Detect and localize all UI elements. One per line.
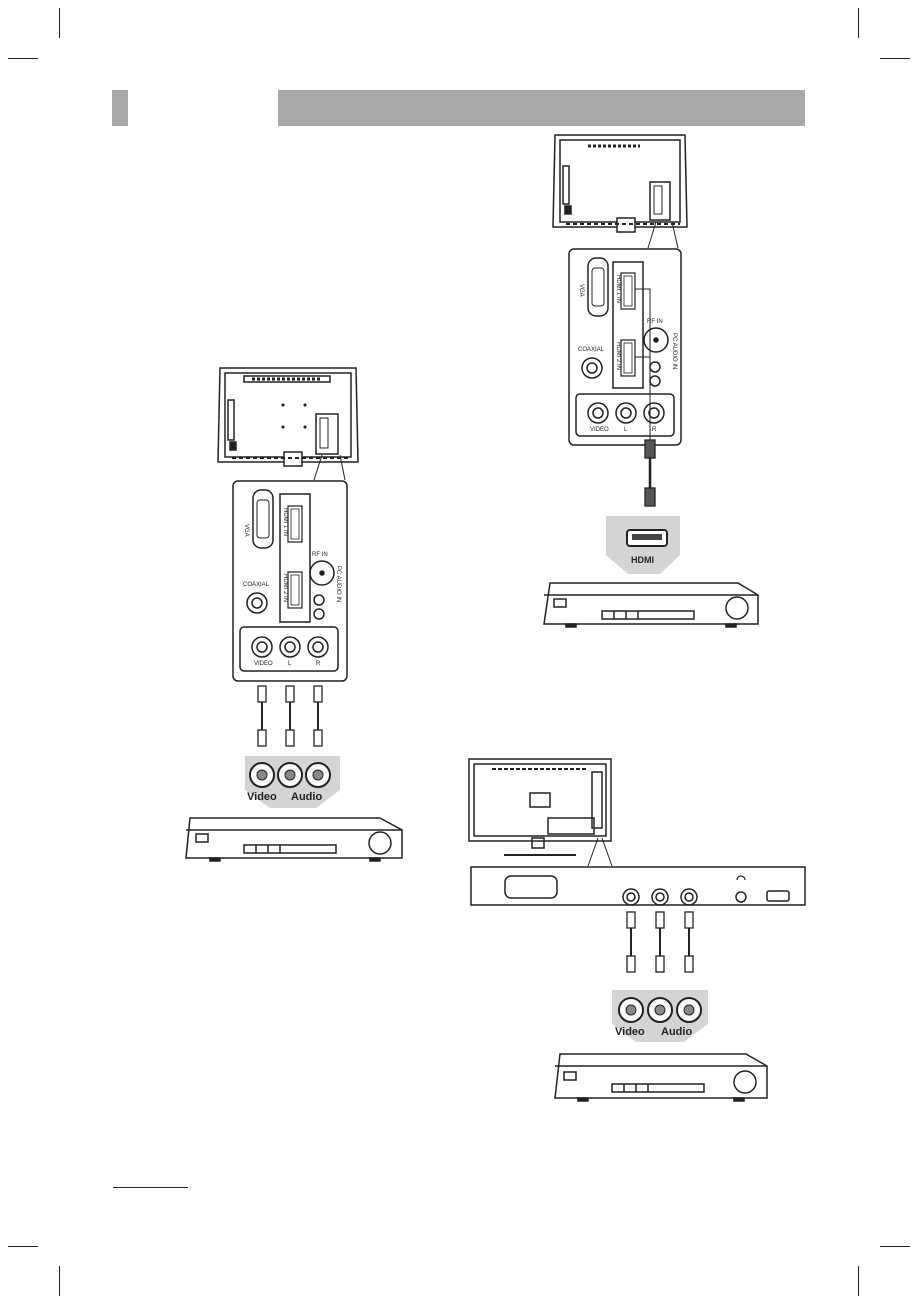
av-badge-flat — [612, 990, 708, 1042]
crop-mark — [59, 1266, 60, 1296]
left-port-label: L — [288, 661, 292, 667]
av-badge-left — [245, 756, 340, 808]
vga-label: VGA — [243, 524, 249, 537]
rf-label-right: RF IN — [647, 319, 663, 325]
crop-mark — [8, 1246, 38, 1247]
hdmi-badge — [606, 516, 680, 574]
left-port-label-right: L — [624, 427, 628, 433]
video-device-label-flat: Video — [615, 1026, 645, 1038]
crop-mark — [858, 1266, 859, 1296]
hdmi-cable — [644, 439, 656, 507]
crop-mark — [59, 8, 60, 38]
av-cables-left — [257, 685, 323, 747]
crop-mark — [880, 1246, 910, 1247]
dvd-player-left — [185, 817, 403, 862]
video-port-label: VIDEO — [254, 661, 273, 667]
av-cables-flat — [626, 911, 694, 973]
hdmi1-label-right: HDMI 1 IN — [615, 275, 621, 303]
hdmi2-label: HDMI 2 IN — [282, 574, 288, 602]
hdmi2-label-right: HDMI 2 IN — [615, 342, 621, 370]
dvd-player-right-top — [543, 582, 759, 628]
port-panel-left — [232, 480, 348, 682]
tv-back-flat — [468, 758, 612, 856]
coaxial-label: COAXIAL — [243, 582, 270, 588]
port-panel-flat — [470, 866, 806, 906]
hdmi1-label: HDMI 1 IN — [282, 508, 288, 536]
coaxial-label-right: COAXIAL — [578, 347, 605, 353]
video-port-label-right: VIDEO — [590, 427, 609, 433]
crop-mark — [8, 58, 38, 59]
rf-label: RF IN — [312, 552, 328, 558]
tv-back-left — [217, 367, 359, 467]
right-port-label: R — [316, 661, 321, 667]
right-port-label-right: R — [652, 427, 657, 433]
audio-device-label-flat: Audio — [661, 1026, 692, 1038]
tv-back-right — [552, 134, 688, 233]
port-panel-right — [568, 248, 682, 446]
vga-label-right: VGA — [578, 284, 584, 297]
video-device-label: Video — [247, 791, 277, 803]
crop-mark — [880, 58, 910, 59]
footer-rule — [113, 1187, 188, 1188]
pc-audio-label: PC AUDIO IN — [335, 566, 341, 602]
header-bar — [278, 90, 805, 126]
pc-audio-label-right: PC AUDIO IN — [671, 333, 677, 369]
header-tab — [112, 90, 128, 126]
crop-mark — [858, 8, 859, 38]
audio-device-label: Audio — [291, 791, 322, 803]
hdmi-device-label: HDMI — [631, 555, 654, 565]
dvd-player-right-bottom — [554, 1053, 768, 1102]
